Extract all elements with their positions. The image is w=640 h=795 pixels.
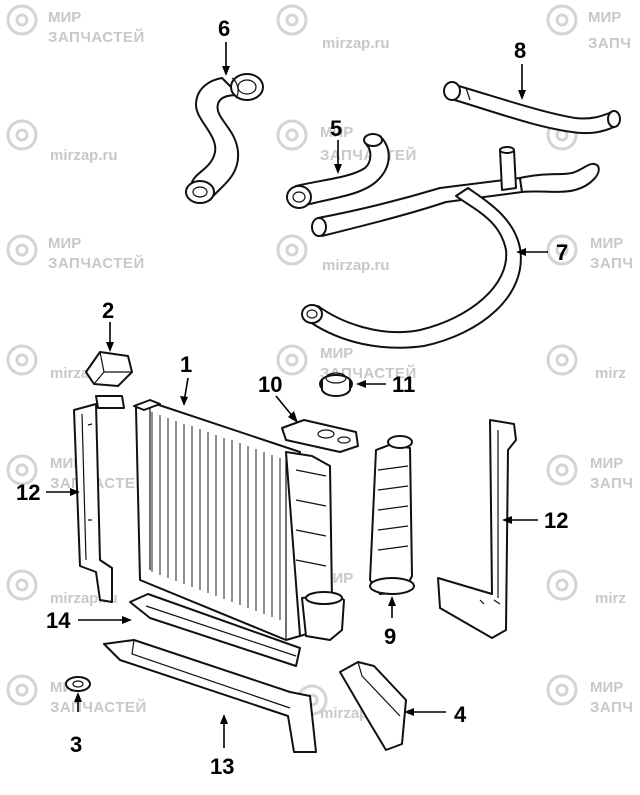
- callout-8: 8: [514, 38, 526, 63]
- watermark-brand-line2: ЗАПЧАСТЕЙ: [48, 254, 145, 272]
- watermark-brand-line1: МИР: [590, 679, 623, 696]
- part-11-radiator-cap[interactable]: [319, 372, 353, 397]
- watermark-logo: mirzap.ru: [6, 119, 118, 164]
- callout-10: 10: [258, 372, 282, 397]
- callout-labels: 1 2 3 4 5 6 7 8 9 10 11 12 12 13 14: [16, 16, 568, 779]
- watermark-logo: МИР ЗАПЧАСТЕЙ: [276, 119, 417, 164]
- watermark-brand-partial: ЗАПЧ: [588, 35, 631, 52]
- callout-4: 4: [454, 702, 467, 727]
- watermark-logo: mirzap.ru: [276, 234, 390, 274]
- callout-7: 7: [556, 240, 568, 265]
- callout-14: 14: [46, 608, 71, 633]
- callout-12-right: 12: [544, 508, 568, 533]
- watermark-logo: МИР ЗАПЧ: [546, 454, 633, 492]
- leader-lines: [46, 42, 548, 748]
- watermark-logo: mirzap.ru: [276, 4, 390, 52]
- watermark-brand-partial: ЗАПЧ: [590, 699, 633, 716]
- radiator-core: [151, 412, 281, 620]
- part-6-upper-hose[interactable]: [185, 73, 264, 204]
- part-1-radiator[interactable]: [133, 399, 345, 641]
- part-10-radiator-bracket[interactable]: [281, 419, 359, 453]
- callout-12-left: 12: [16, 480, 40, 505]
- watermark-brand-partial: ЗАПЧ: [590, 475, 633, 492]
- watermark-logo: МИР ЗАПЧАСТЕЙ: [6, 4, 145, 46]
- part-2-upper-mount[interactable]: [85, 351, 133, 409]
- watermark-logo: mirz: [546, 569, 626, 607]
- part-4-lower-bracket[interactable]: [339, 661, 407, 751]
- watermark-logo: mirz: [546, 344, 626, 382]
- watermark-url-partial: mirz: [595, 590, 626, 607]
- watermark-brand-line1: МИР: [590, 455, 623, 472]
- callout-11: 11: [392, 372, 415, 397]
- watermark-logo: МИР ЗАПЧ: [546, 674, 633, 716]
- part-14-lower-shield[interactable]: [129, 593, 301, 667]
- part-12-right-side-baffle[interactable]: [437, 419, 517, 639]
- callout-9: 9: [384, 624, 396, 649]
- callout-13: 13: [210, 754, 234, 779]
- callout-6: 6: [218, 16, 230, 41]
- watermark-logo: МИР ЗАПЧАСТЕЙ: [6, 234, 145, 272]
- watermark-brand-line1: МИР: [320, 124, 353, 141]
- part-12-left-side-baffle[interactable]: [73, 403, 113, 603]
- watermark-url: mirzap.ru: [50, 147, 118, 164]
- watermark-brand-line1: МИР: [320, 345, 353, 362]
- part-7-lower-hose[interactable]: [301, 146, 600, 349]
- watermark-brand-line1: МИР: [590, 235, 623, 252]
- watermark-brand-line1: МИР: [588, 9, 621, 26]
- watermark-brand-line2: ЗАПЧАСТЕЙ: [48, 28, 145, 46]
- part-5-heater-hose[interactable]: [286, 133, 390, 209]
- watermark-url: mirzap.ru: [322, 35, 390, 52]
- watermark-logo: МИР ЗАПЧ: [546, 4, 631, 52]
- watermark-url-partial: mirz: [595, 365, 626, 382]
- callout-2: 2: [102, 298, 114, 323]
- watermark-brand-line1: МИР: [48, 235, 81, 252]
- callout-5: 5: [330, 116, 342, 141]
- watermark-brand-line2: ЗАПЧАСТЕЙ: [320, 146, 417, 164]
- watermark-brand-partial: ЗАПЧ: [590, 255, 633, 272]
- part-9-expansion-tank[interactable]: [369, 435, 415, 595]
- callout-3: 3: [70, 732, 82, 757]
- part-3-grommet[interactable]: [65, 676, 91, 692]
- watermark-logo: МИР ЗАПЧ: [546, 234, 633, 272]
- watermark-brand-line1: МИР: [48, 9, 81, 26]
- part-8-bypass-hose[interactable]: [443, 81, 621, 135]
- part-13-lower-deflector[interactable]: [103, 639, 317, 753]
- watermark-url: mirzap.ru: [322, 257, 390, 274]
- watermark-brand-line2: ЗАПЧАСТЕЙ: [50, 698, 147, 716]
- callout-1: 1: [180, 352, 192, 377]
